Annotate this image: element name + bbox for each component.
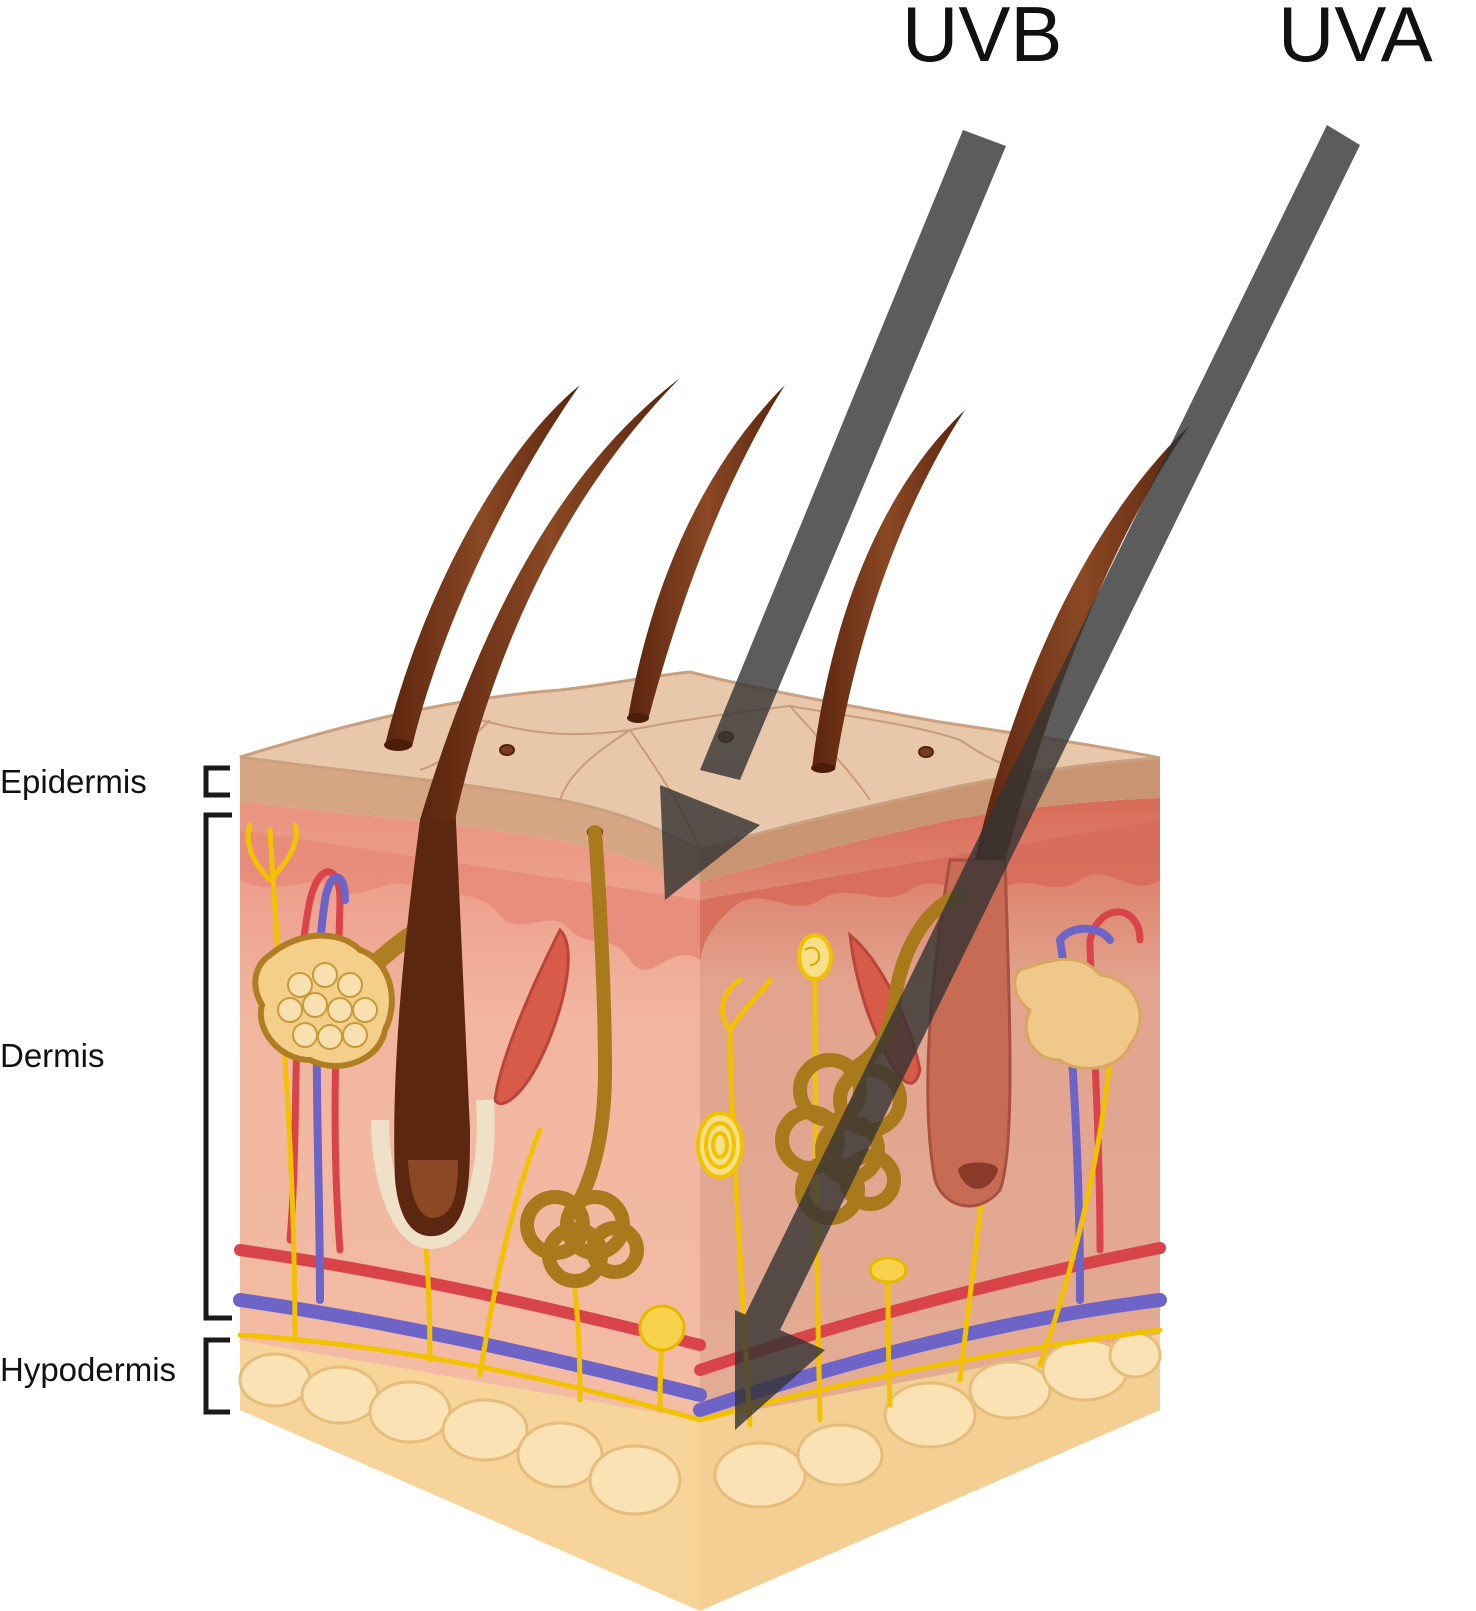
uva-label: UVA [1278, 0, 1433, 78]
uvb-label: UVB [902, 0, 1062, 78]
ruffini-ending-right [868, 1256, 908, 1284]
sweat-gland-left [520, 825, 644, 1288]
papillary-layer-right [700, 820, 1160, 960]
uva-arrow [735, 125, 1360, 1430]
uvb-arrow [660, 130, 1006, 900]
epidermis-left-side [240, 757, 700, 882]
sebaceous-gland-right [1013, 957, 1142, 1070]
fat-lobules [238, 1331, 1162, 1516]
epidermis-right-side [700, 758, 1160, 882]
hair-follicle-left [371, 800, 495, 1250]
sensory-receptors [638, 933, 908, 1352]
ruffini-ending-left [638, 1304, 686, 1352]
hair-shaft-1 [385, 385, 580, 747]
hypodermis-bracket [203, 1337, 230, 1415]
pacinian-corpuscle [696, 1111, 744, 1179]
meissner-corpuscle [797, 933, 833, 981]
dermis-label: Dermis [0, 1037, 105, 1074]
hair-shaft-2 [420, 378, 680, 820]
hair-shaft-3 [628, 385, 785, 720]
epidermis-label: Epidermis [0, 763, 147, 800]
skin-block [233, 378, 1190, 1611]
artery-horizontal-left [234, 1244, 706, 1351]
vein-horizontal-left [233, 1293, 707, 1402]
artery-loop-left [286, 868, 344, 1254]
dermis-bracket [203, 812, 232, 1321]
papillary-layer-left [240, 830, 700, 970]
sebaceous-gland-left [252, 921, 425, 1069]
hypodermis-label: Hypodermis [0, 1351, 176, 1388]
layer-brackets [203, 765, 232, 1415]
epidermis-bracket [203, 765, 230, 798]
hair-shaft-4 [812, 410, 965, 770]
